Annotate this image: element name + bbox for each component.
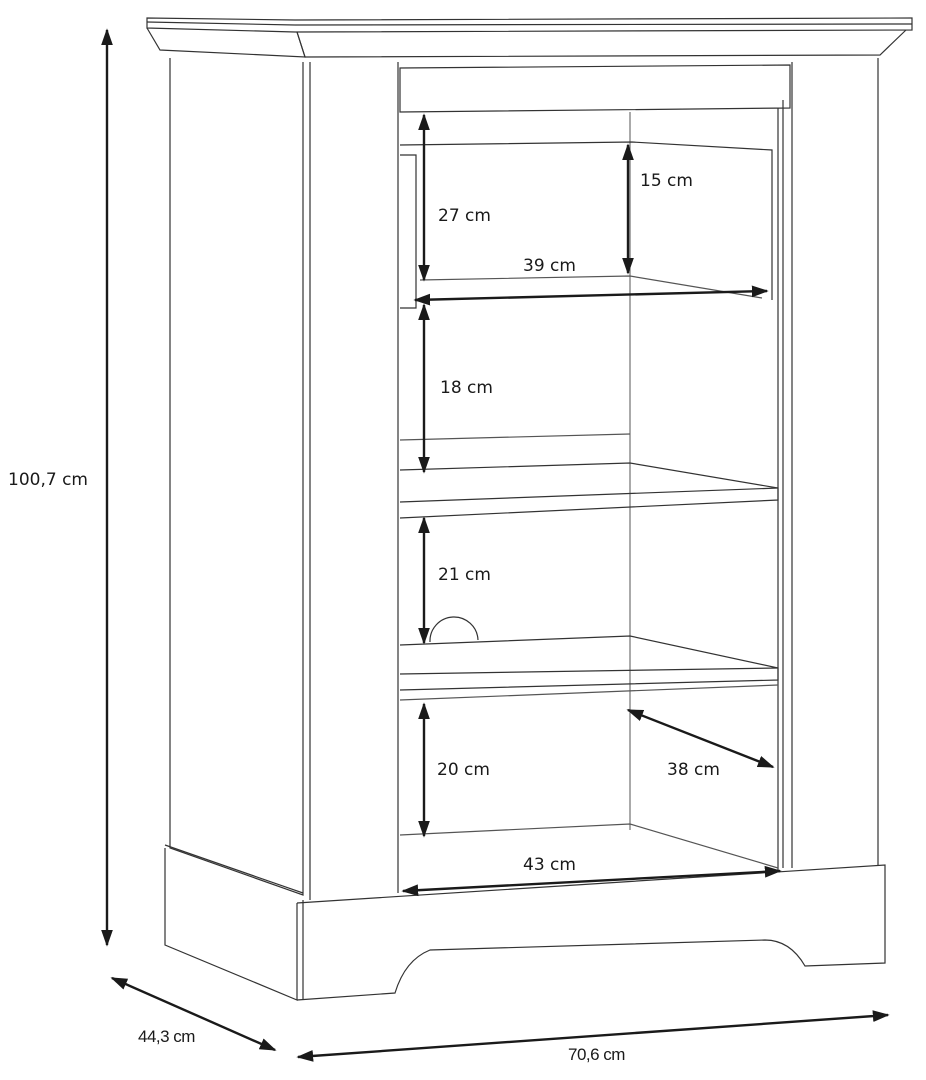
dimension-lines xyxy=(101,28,890,1062)
bottom-compartment-height-label: 20 cm xyxy=(437,760,490,780)
top-compartment-height-label: 27 cm xyxy=(438,206,491,226)
width-arrow xyxy=(296,1010,890,1062)
glass-shelf-width-label: 39 cm xyxy=(523,256,576,276)
cabinet-outline xyxy=(146,17,913,1001)
interior-depth-label: 38 cm xyxy=(667,760,720,780)
second-compartment-height-label: 18 cm xyxy=(440,378,493,398)
width-label: 70,6 cm xyxy=(568,1045,625,1064)
top-recess-height-label: 15 cm xyxy=(640,171,693,191)
height-label: 100,7 cm xyxy=(8,470,88,490)
depth-label: 44,3 cm xyxy=(138,1027,195,1046)
depth-arrow xyxy=(110,976,277,1052)
bottom-width-label: 43 cm xyxy=(523,855,576,875)
third-compartment-height-label: 21 cm xyxy=(438,565,491,585)
